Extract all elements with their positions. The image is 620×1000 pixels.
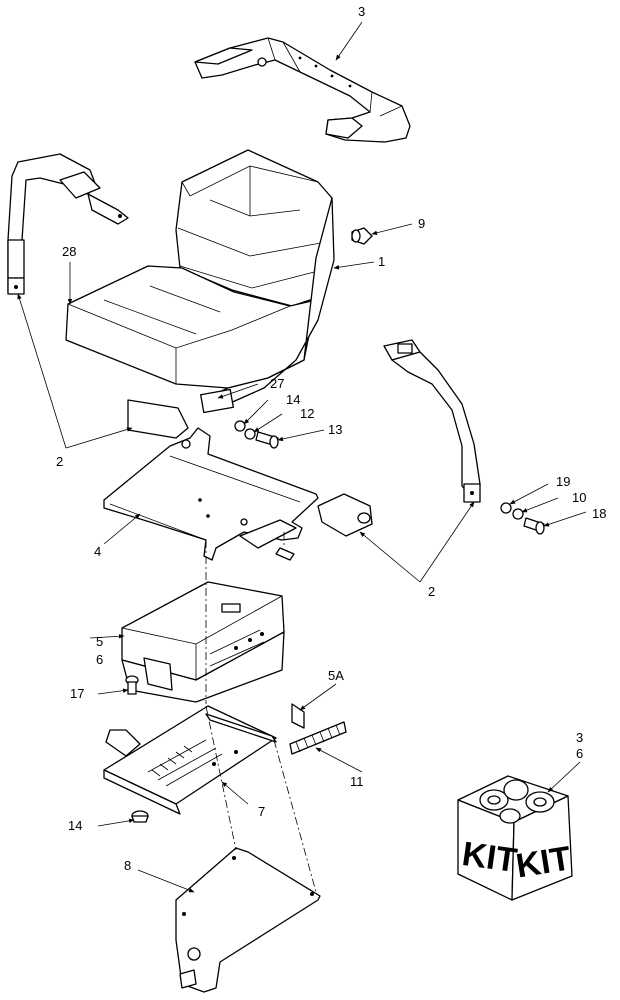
callout-10: 10	[572, 490, 586, 505]
callout-12: 12	[300, 406, 314, 421]
kit-box: KIT KIT	[457, 775, 574, 901]
leader-lines	[17, 21, 587, 893]
callout-7: 7	[258, 804, 265, 819]
belt-hardware	[500, 502, 545, 535]
assembly-lines	[205, 532, 317, 893]
callout-18: 18	[592, 506, 606, 521]
kit-label-right: KIT	[513, 839, 573, 885]
callout-27: 27	[270, 376, 284, 391]
callout-1: 1	[378, 254, 385, 269]
callout-9: 9	[418, 216, 425, 231]
callout-28: 28	[62, 244, 76, 259]
callout-5: 5	[96, 634, 103, 649]
kit-label-left: KIT	[460, 835, 520, 880]
seat-hardware	[234, 420, 279, 449]
mounting-bracket	[175, 847, 321, 993]
callout-6-kit: 6	[576, 746, 583, 761]
seat-belt-left	[7, 153, 129, 295]
slide-plate	[103, 427, 319, 561]
callout-14-lower: 14	[68, 818, 82, 833]
seat-belt-right	[383, 339, 481, 503]
callout-3-kit: 3	[576, 730, 583, 745]
bolt-17	[125, 675, 139, 695]
callout-19: 19	[556, 474, 570, 489]
callout-labels: 3 9 1 28 27 14 12 13 2 4 19 10 18 2 5 6 …	[56, 4, 606, 873]
seat-assembly	[65, 149, 335, 414]
base-pan	[103, 705, 277, 815]
callout-6: 6	[96, 652, 103, 667]
callout-5a: 5A	[328, 668, 344, 683]
callout-13: 13	[328, 422, 342, 437]
callout-14-seat: 14	[286, 392, 300, 407]
callout-4: 4	[94, 544, 101, 559]
callout-3-top: 3	[358, 4, 365, 19]
plug-14	[131, 810, 149, 823]
callout-2-left: 2	[56, 454, 63, 469]
callout-11: 11	[350, 774, 364, 789]
knob-part-9	[351, 227, 373, 245]
bracket-5a	[291, 703, 305, 729]
suspension-unit	[121, 581, 285, 703]
armrest-part	[194, 37, 411, 143]
kit-contents	[479, 779, 555, 824]
pad-right	[317, 493, 373, 537]
spring-11	[289, 721, 347, 755]
callout-8: 8	[124, 858, 131, 873]
pad-left	[127, 399, 189, 439]
callout-2-right: 2	[428, 584, 435, 599]
callout-17: 17	[70, 686, 84, 701]
